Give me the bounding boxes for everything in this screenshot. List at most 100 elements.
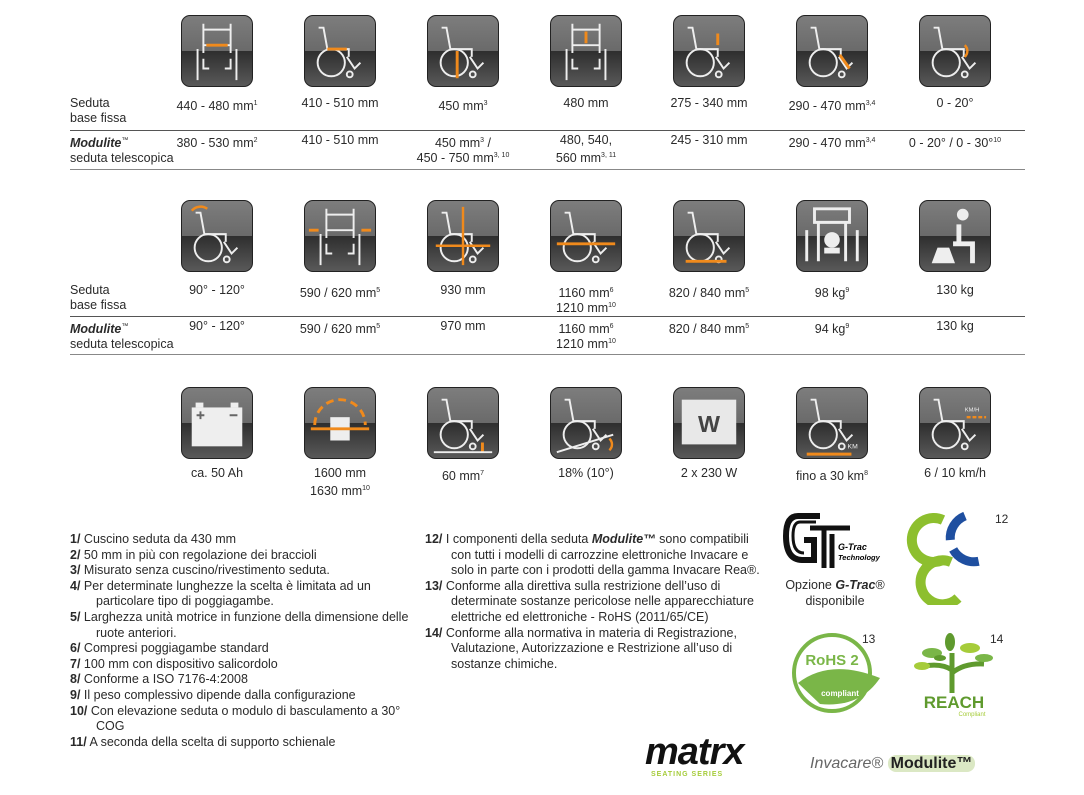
- footnote: 10/ Con elevazione seduta o modulo di ba…: [70, 703, 401, 734]
- max-slope-icon: [550, 387, 622, 459]
- fixed-value: 820 / 840 mm5: [668, 286, 750, 300]
- folded-length-icon: [673, 200, 745, 272]
- modulite-value-line2: 450 - 750 mm3, 10: [416, 151, 510, 165]
- max-user-weight-icon: [919, 200, 991, 272]
- motor-power-icon: W: [673, 387, 745, 459]
- compatibility-logo: 12: [903, 510, 1008, 610]
- footnote: 5/ Larghezza unità motrice in funzione d…: [70, 609, 409, 640]
- svg-text:REACH: REACH: [924, 693, 984, 712]
- invacare-logo: Invacare® Modulite™: [810, 755, 976, 773]
- svg-text:Technology: Technology: [838, 553, 881, 562]
- svg-text:KM: KM: [848, 443, 859, 450]
- modulite-value: 480, 540,: [559, 133, 613, 147]
- overall-width-icon: [304, 200, 376, 272]
- fixed-value: 930 mm: [440, 283, 486, 297]
- modulite-value: 590 / 620 mm5: [299, 322, 381, 336]
- footnote: 8/ Conforme a ISO 7176-4:2008: [70, 672, 248, 687]
- svg-text:G-Trac: G-Trac: [838, 542, 867, 552]
- footnote: 1/ Cuscino seduta da 430 mm: [70, 532, 237, 546]
- legrest-length-icon: [796, 15, 868, 87]
- modulite-value-line2: 1210 mm10: [556, 337, 616, 351]
- footnote-14: 14/ Conforme alla normativa in materia d…: [425, 625, 737, 671]
- fixed-value: 275 - 340 mm: [670, 96, 748, 110]
- footnote: 9/ Il peso complessivo dipende dalla con…: [70, 687, 356, 702]
- matrx-logo: matrx SEATING SERIES: [645, 731, 744, 778]
- turning-circle-icon: [304, 387, 376, 459]
- backrest-angle-icon: [181, 200, 253, 272]
- rohs-logo: RoHS 2 compliant 13: [790, 628, 890, 718]
- tree-icon: REACH Compliant: [914, 633, 993, 718]
- modulite-value: 820 / 840 mm5: [668, 322, 750, 336]
- svg-text:RoHS 2: RoHS 2: [805, 652, 858, 669]
- modulite-value: 90° - 120°: [189, 319, 245, 333]
- fixed-value: 1160 mm6: [558, 286, 614, 300]
- modulite-value-line2: 560 mm3, 11: [555, 151, 617, 165]
- fixed-value: 480 mm: [563, 96, 609, 110]
- modulite-value: 0 - 20° / 0 - 30°10: [908, 136, 1002, 150]
- fixed-value: 130 kg: [936, 283, 974, 297]
- reach-logo: REACH Compliant 14: [912, 628, 1022, 718]
- spec-value: 60 mm7: [441, 469, 485, 483]
- svg-text:KM/H: KM/H: [965, 407, 980, 413]
- svg-text:Compliant: Compliant: [958, 712, 985, 718]
- overall-length-icon: [550, 200, 622, 272]
- footnote: 3/ Misurato senza cuscino/rivestimento s…: [70, 563, 330, 578]
- modulite-value: 450 mm3 /: [434, 136, 491, 150]
- spec-value: fino a 30 km8: [796, 469, 868, 483]
- spec-value: 1600 mm: [313, 466, 367, 480]
- interlocking-rings-icon: [906, 511, 985, 610]
- fixed-value: 590 / 620 mm5: [299, 286, 381, 300]
- seat-height-icon: [427, 15, 499, 87]
- svg-text:compliant: compliant: [821, 689, 859, 698]
- footnote: 4/ Per determinate lunghezze la scelta è…: [70, 578, 371, 609]
- footnote: 6/ Compresi poggiagambe standard: [70, 641, 269, 656]
- obstacle-climbing-icon: [427, 387, 499, 459]
- speed-icon: KM/H: [919, 387, 991, 459]
- weight-icon: [796, 200, 868, 272]
- modulite-value: 94 kg9: [814, 322, 850, 336]
- footnote: 2/ 50 mm in più con regolazione dei brac…: [70, 547, 317, 562]
- spec-value-line2: 1630 mm10: [310, 484, 370, 498]
- spec-value: ca. 50 Ah: [190, 466, 244, 480]
- modulite-value: 245 - 310 mm: [670, 133, 748, 147]
- modulite-value: 290 - 470 mm3,4: [788, 136, 876, 150]
- modulite-value: 380 - 530 mm2: [176, 136, 258, 150]
- backrest-height-icon: [550, 15, 622, 87]
- fixed-value: 290 - 470 mm3,4: [788, 99, 876, 113]
- battery-icon: [181, 387, 253, 459]
- modulite-value: 970 mm: [440, 319, 486, 333]
- rohs-leaf-icon: RoHS 2 compliant: [792, 633, 880, 713]
- modulite-value: 410 - 510 mm: [301, 133, 379, 147]
- range-icon: KM: [796, 387, 868, 459]
- seat-width-icon: [181, 15, 253, 87]
- footnote-13: 13/ Conforme alla direttiva sulla restri…: [425, 578, 754, 624]
- svg-text:W: W: [698, 411, 720, 437]
- fixed-value: 98 kg9: [814, 286, 850, 300]
- footnote: 11/ A seconda della scelta di supporto s…: [70, 734, 336, 749]
- armrest-height-icon: [673, 15, 745, 87]
- modulite-value: 1160 mm6: [558, 322, 614, 336]
- fixed-value: 90° - 120°: [189, 283, 245, 297]
- fixed-value: 0 - 20°: [936, 96, 974, 110]
- gtrac-logo: G-Trac Technology Opzione G-Trac® dispon…: [775, 510, 895, 609]
- modulite-value: 130 kg: [936, 319, 974, 333]
- fixed-value-line2: 1210 mm10: [556, 301, 616, 315]
- section-divider: [70, 354, 1025, 355]
- fixed-value: 450 mm3: [438, 99, 488, 113]
- seat-depth-icon: [304, 15, 376, 87]
- footnotes-right: 12/ I componenti della seduta Modulite™ …: [425, 532, 770, 672]
- section-divider: [70, 169, 1025, 170]
- fixed-value: 440 - 480 mm1: [176, 99, 258, 113]
- overall-height-icon: [427, 200, 499, 272]
- spec-value: 2 x 230 W: [680, 466, 738, 480]
- footnote: 7/ 100 mm con dispositivo salicordolo: [70, 656, 278, 671]
- fixed-value: 410 - 510 mm: [301, 96, 379, 110]
- footnote-12: 12/ I componenti della seduta Modulite™ …: [425, 532, 760, 578]
- gtrac-mark-icon: G-Trac Technology: [782, 513, 881, 568]
- row-divider: [70, 130, 1025, 131]
- spec-value: 6 / 10 km/h: [924, 466, 986, 480]
